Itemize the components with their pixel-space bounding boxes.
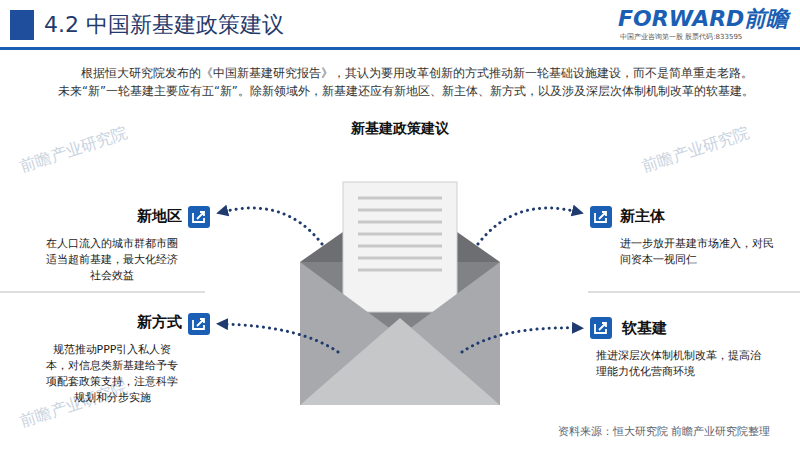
logo-subtitle: 中国产业咨询第一股 股票代码:833595 — [620, 33, 742, 42]
separator — [0, 292, 205, 293]
letter-paper — [343, 182, 457, 312]
source-caption: 资料来源：恒大研究院 前瞻产业研究院整理 — [470, 424, 770, 440]
share-icon — [590, 206, 612, 228]
logo: FORWARD前瞻 — [618, 6, 788, 32]
policy-item: 新地区在人口流入的城市群都市圈适当超前基建，最大化经济社会效益 — [42, 206, 182, 284]
item-heading: 软基建 — [596, 318, 768, 338]
envelope-bottom-flap — [300, 318, 500, 405]
watermark: 前瞻产业研究院 — [17, 123, 130, 178]
policy-item: 新方式规范推动PPP引入私人资本，对信息类新基建给予专项配套政策支持，注意科学规… — [42, 312, 182, 406]
policy-item: 软基建推进深层次体制机制改革，提高治理能力优化营商环境 — [596, 318, 768, 380]
header-mark — [10, 10, 34, 40]
item-body: 在人口流入的城市群都市圈适当超前基建，最大化经济社会效益 — [42, 236, 182, 284]
item-heading: 新方式 — [42, 312, 182, 332]
share-icon — [188, 206, 210, 228]
policy-item: 新主体进一步放开基建市场准入，对民间资本一视同仁 — [620, 206, 780, 268]
item-body: 规范推动PPP引入私人资本，对信息类新基建给予专项配套政策支持，注意科学规划和分… — [42, 342, 182, 406]
watermark: 前瞻产业研究院 — [639, 123, 752, 178]
letter-lines — [358, 198, 442, 270]
separator — [588, 292, 800, 293]
diagram-title: 新基建政策建议 — [300, 118, 500, 138]
dotted-arrows — [222, 208, 578, 352]
share-icon — [590, 317, 612, 339]
item-body: 推进深层次体制机制改革，提高治理能力优化营商环境 — [596, 348, 768, 380]
page-title: 4.2 中国新基建政策建议 — [44, 10, 284, 40]
intro-paragraph: 根据恒大研究院发布的《中国新基建研究报告》，其认为要用改革创新的方式推动新一轮基… — [58, 64, 762, 100]
item-heading: 新主体 — [620, 206, 780, 226]
item-body: 进一步放开基建市场准入，对民间资本一视同仁 — [620, 236, 780, 268]
share-icon — [188, 313, 210, 335]
item-heading: 新地区 — [42, 206, 182, 226]
header-rule — [0, 47, 800, 50]
